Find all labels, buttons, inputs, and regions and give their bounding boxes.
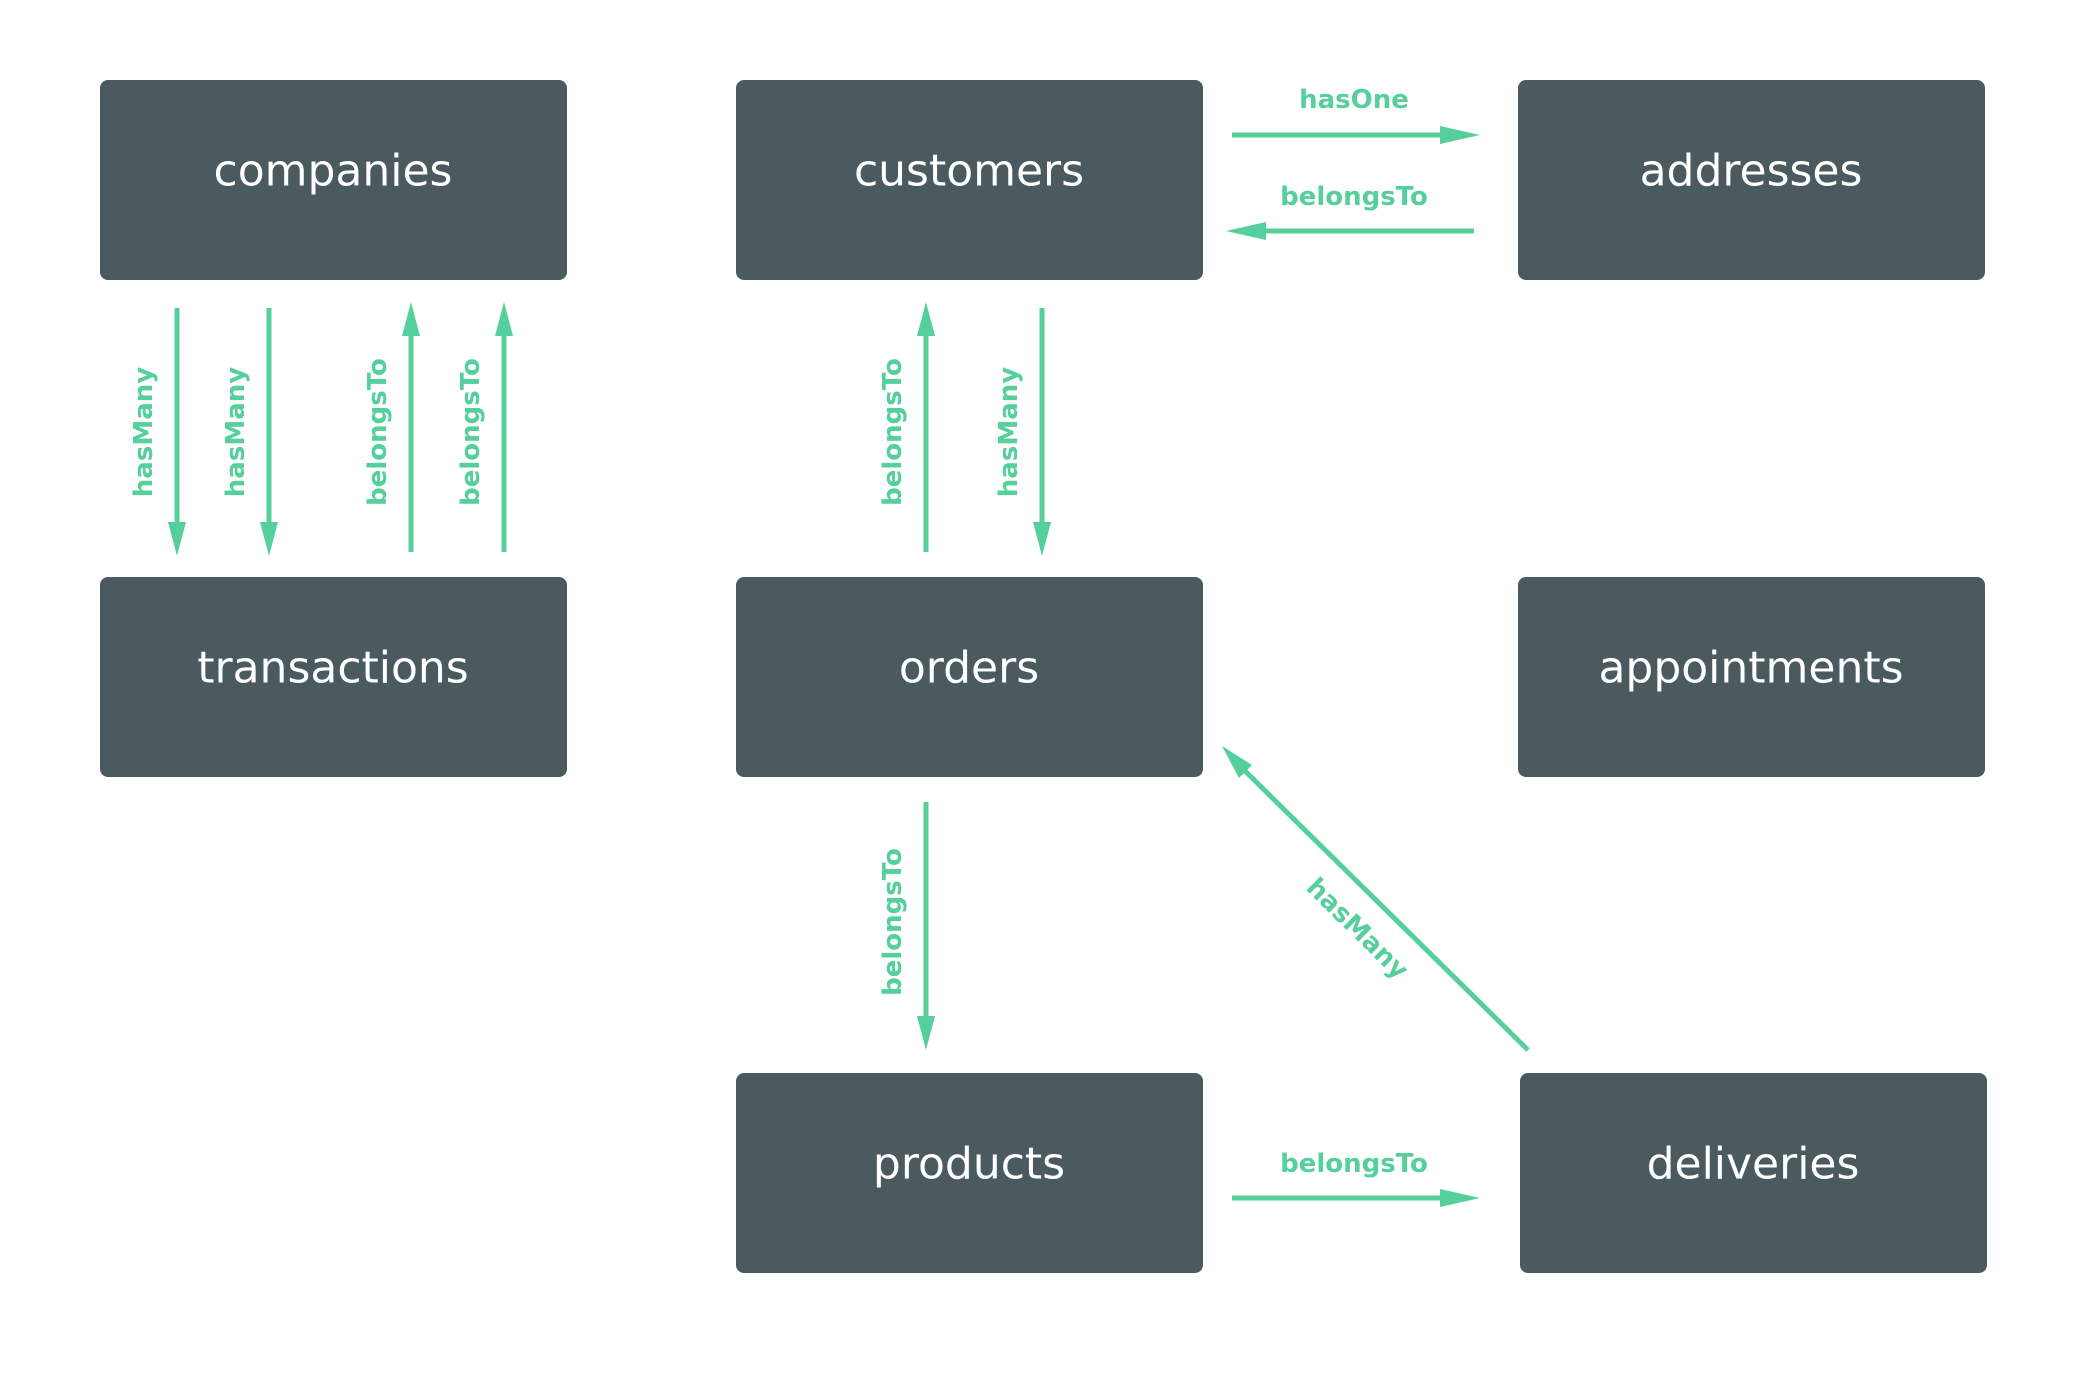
edge-label-belongsto: belongsTo: [1280, 182, 1428, 212]
node-companies-box: [100, 80, 567, 280]
edge-addresses-customers-belongsto: belongsTo: [1226, 182, 1474, 240]
node-customers-box: [736, 80, 1203, 280]
edge-label-belongsto: belongsTo: [878, 358, 908, 506]
node-deliveries-label: deliveries: [1647, 1139, 1860, 1190]
node-orders: orders: [736, 577, 1203, 777]
arrowhead-right-icon: [1440, 1189, 1480, 1207]
node-companies-label: companies: [214, 146, 453, 197]
edge-label-hasone: hasOne: [1299, 85, 1409, 115]
node-companies: companies: [100, 80, 567, 280]
edge-companies-transactions-hasmany-2: hasMany: [221, 308, 278, 556]
node-products: products: [736, 1073, 1203, 1273]
edge-label-belongsto: belongsTo: [456, 358, 486, 506]
edge-companies-transactions-hasmany-1: hasMany: [129, 308, 186, 556]
node-addresses-box: [1518, 80, 1985, 280]
node-orders-box: [736, 577, 1203, 777]
node-customers: customers: [736, 80, 1203, 280]
node-orders-label: orders: [899, 643, 1039, 694]
node-transactions: transactions: [100, 577, 567, 777]
node-appointments-box: [1518, 577, 1985, 777]
node-products-box: [736, 1073, 1203, 1273]
node-deliveries-box: [1520, 1073, 1987, 1273]
edge-line: [1238, 764, 1530, 1052]
arrowhead-left-icon: [1226, 222, 1266, 240]
arrowhead-diagonal-icon: [1222, 746, 1252, 778]
edge-customers-orders-hasmany: hasMany: [994, 308, 1051, 556]
node-addresses: addresses: [1518, 80, 1985, 280]
node-addresses-label: addresses: [1640, 146, 1863, 197]
edge-products-deliveries-belongsto: belongsTo: [1232, 1149, 1480, 1207]
edge-transactions-companies-belongsto-1: belongsTo: [363, 302, 420, 552]
edge-label-hasmany: hasMany: [129, 367, 159, 497]
node-appointments-label: appointments: [1598, 643, 1903, 694]
edge-label-hasmany: hasMany: [221, 367, 251, 497]
edge-label-hasmany: hasMany: [994, 367, 1024, 497]
node-transactions-box: [100, 577, 567, 777]
edge-customers-addresses-hasone: hasOne: [1232, 85, 1480, 144]
arrowhead-up-icon: [917, 302, 935, 336]
arrowhead-up-icon: [402, 302, 420, 336]
node-deliveries: deliveries: [1520, 1073, 1987, 1273]
node-customers-label: customers: [854, 146, 1084, 197]
edge-label-belongsto: belongsTo: [1280, 1149, 1428, 1179]
arrowhead-down-icon: [917, 1016, 935, 1050]
arrowhead-down-icon: [260, 522, 278, 556]
arrowhead-up-icon: [495, 302, 513, 336]
node-appointments: appointments: [1518, 577, 1985, 777]
node-products-label: products: [873, 1139, 1065, 1190]
edge-orders-customers-belongsto: belongsTo: [878, 302, 935, 552]
arrowhead-down-icon: [168, 522, 186, 556]
edge-orders-products-belongsto: belongsTo: [878, 802, 935, 1050]
edge-label-belongsto: belongsTo: [878, 848, 908, 996]
arrowhead-down-icon: [1033, 522, 1051, 556]
arrowhead-right-icon: [1440, 126, 1480, 144]
node-transactions-label: transactions: [197, 643, 468, 694]
edge-label-belongsto: belongsTo: [363, 358, 393, 506]
edge-transactions-companies-belongsto-2: belongsTo: [456, 302, 513, 552]
